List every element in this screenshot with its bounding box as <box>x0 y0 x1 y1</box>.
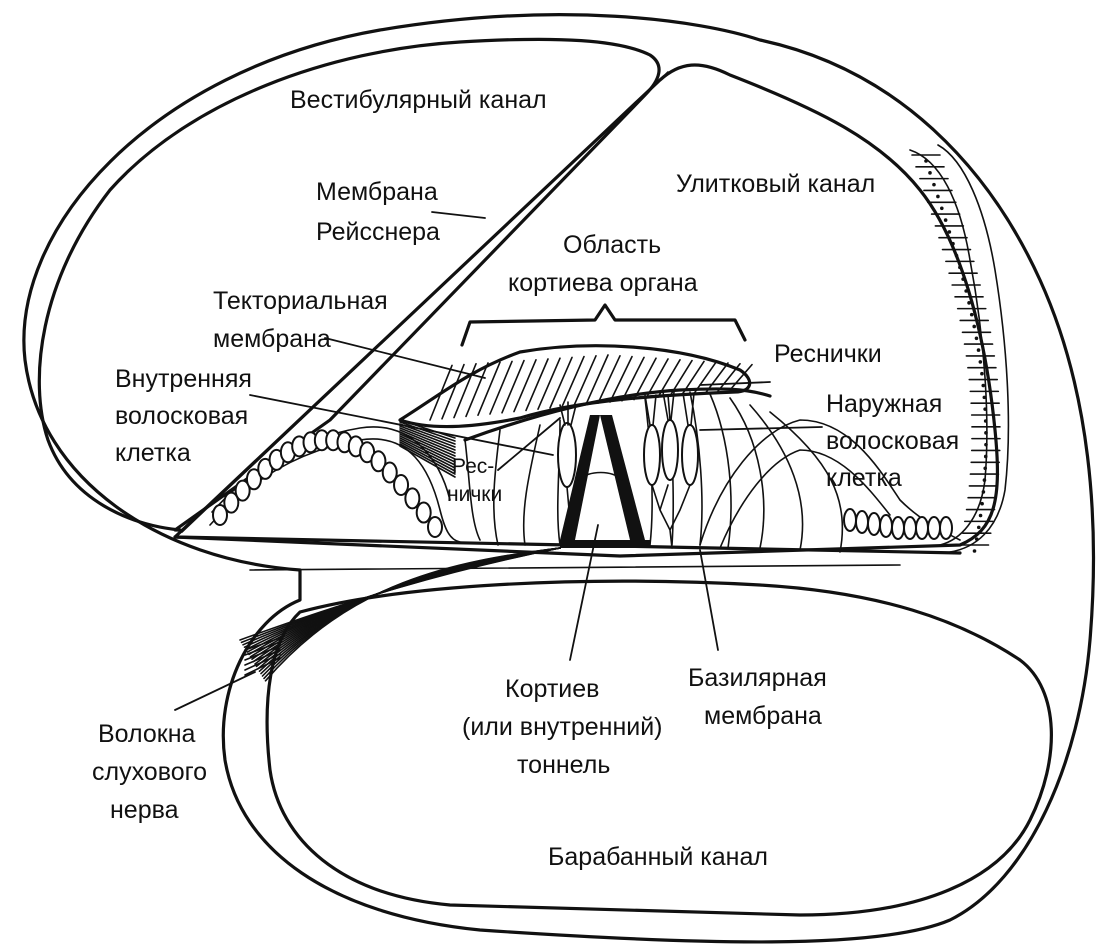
stria-nucleus <box>981 384 985 388</box>
label-nerve-3: нерва <box>110 796 179 824</box>
stria-nucleus <box>944 218 948 222</box>
stria-nucleus <box>972 325 976 329</box>
tectorial-membrane <box>400 346 752 427</box>
label-outer-hair-3: клетка <box>826 464 902 492</box>
stria-nucleus <box>975 537 979 541</box>
claudius-cell <box>928 517 940 539</box>
tectorial-stripe <box>490 361 512 414</box>
claudius-cell <box>880 515 892 537</box>
claudius-cell <box>856 511 868 533</box>
label-basilar-2: мембрана <box>704 702 822 730</box>
stria-nucleus <box>984 455 988 459</box>
label-tunnel-2: (или внутренний) <box>462 713 663 741</box>
label-cochlear-duct: Улитковый канал <box>676 170 875 198</box>
stria-nucleus <box>958 266 962 270</box>
stria-nucleus <box>961 277 965 281</box>
basilar-membrane-lower <box>250 565 900 570</box>
stria-nucleus <box>982 490 986 494</box>
stria-nucleus <box>984 443 988 447</box>
label-tectorial-1: Текториальная <box>213 287 388 315</box>
stria-nucleus <box>973 549 977 553</box>
label-basilar-1: Базилярная <box>688 664 827 692</box>
label-tympanic-canal: Барабанный канал <box>548 843 768 871</box>
sulcus-cell <box>417 503 431 523</box>
claudius-cell <box>868 513 880 535</box>
label-outer-hair-2: волосковая <box>826 427 959 455</box>
stria-nucleus <box>983 396 987 400</box>
stria-nucleus <box>980 502 984 506</box>
nerve-leader <box>175 672 255 710</box>
tectorial-stripe <box>586 355 608 404</box>
tectorial-stripe <box>718 364 740 391</box>
label-reissner-1: Мембрана <box>316 178 438 206</box>
label-inner-hair-3: клетка <box>115 439 191 467</box>
label-tunnel-1: Кортиев <box>505 675 599 703</box>
label-vestibular-canal: Вестибулярный канал <box>290 86 547 114</box>
stria-nucleus <box>964 289 968 293</box>
label-nerve-1: Волокна <box>98 720 196 748</box>
tectorial-stripe <box>550 357 572 408</box>
tectorial-stripe <box>430 365 452 420</box>
tectorial-stripe <box>502 361 524 413</box>
limbus-fibres <box>400 420 455 477</box>
corti-region-bracket <box>462 305 745 345</box>
tectorial-stripe <box>574 356 596 406</box>
tectorial-stripe <box>514 360 536 412</box>
stria-nucleus <box>983 466 987 470</box>
stria-nucleus <box>955 254 959 258</box>
label-reissner-2: Рейсснера <box>316 218 440 246</box>
stria-nucleus <box>984 419 988 423</box>
stria-nucleus <box>975 336 979 340</box>
label-inner-hair-2: волосковая <box>115 402 248 430</box>
stria-nucleus <box>979 514 983 518</box>
tectorial-stripe <box>526 359 548 410</box>
sulcus-cell <box>428 517 442 537</box>
claudius-cell <box>904 517 916 539</box>
label-tunnel-3: тоннель <box>517 751 610 779</box>
reticular-lamina <box>465 389 770 440</box>
tectorial-stripe <box>598 356 620 403</box>
basilar-leader <box>700 550 718 650</box>
sulcus-cell <box>405 488 419 508</box>
stria-nucleus <box>983 478 987 482</box>
label-outer-hair-1: Наружная <box>826 390 942 418</box>
tectorial-stripe <box>562 357 584 407</box>
stria-nucleus <box>924 159 928 163</box>
label-cilia-inner-1: Рес- <box>452 455 494 478</box>
stria-nucleus <box>983 407 987 411</box>
claudius-cell <box>916 517 928 539</box>
label-corti-region-2: кортиева органа <box>508 269 698 297</box>
stria-nucleus <box>979 360 983 364</box>
label-inner-hair-1: Внутренняя <box>115 365 252 393</box>
stria-nucleus <box>977 348 981 352</box>
stria-nucleus <box>951 242 955 246</box>
stria-nucleus <box>977 526 981 530</box>
label-cilia-top: Реснички <box>774 340 882 368</box>
stria-nucleus <box>940 206 944 210</box>
label-tectorial-2: мембрана <box>213 325 331 353</box>
nerve-fibre <box>258 548 560 669</box>
stria-nucleus <box>948 230 952 234</box>
stria-nucleus <box>928 171 932 175</box>
nerve-fibre <box>255 548 560 664</box>
outer-hair-leader <box>700 427 822 430</box>
label-cilia-inner-2: нички <box>447 483 502 506</box>
nerve-fibre <box>257 548 561 666</box>
stria-nucleus <box>984 431 988 435</box>
label-corti-region-1: Область <box>563 231 661 259</box>
claudius-cell <box>940 517 952 539</box>
stria-vascularis-cells <box>910 145 1008 553</box>
stria-nucleus <box>980 372 984 376</box>
stria-nucleus <box>936 195 940 199</box>
tectorial-stripe <box>538 358 560 409</box>
stria-nucleus <box>932 183 936 187</box>
stria-nucleus <box>967 301 971 305</box>
label-nerve-2: слухового <box>92 758 207 786</box>
claudius-cell <box>892 517 904 539</box>
claudius-cell <box>844 509 856 531</box>
stria-nucleus <box>970 313 974 317</box>
